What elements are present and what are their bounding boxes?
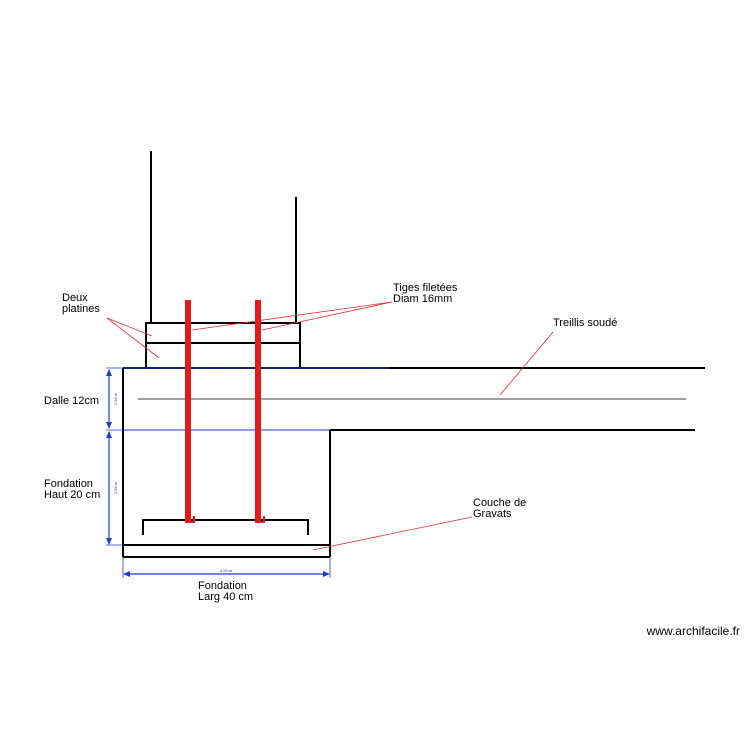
leader-platines-2	[106, 317, 160, 359]
dim-foundation-width-value: 4.59 m	[220, 568, 233, 573]
label-dalle: Dalle 12cm	[44, 395, 99, 407]
label-platines-line1: Deux	[62, 292, 88, 304]
dim-foundation-height-arrow-bottom	[106, 538, 112, 545]
dim-foundation-width-arrow-left	[123, 571, 130, 577]
dim-slab-arrow-bottom	[106, 422, 112, 429]
dim-foundation-height-arrow-top	[106, 431, 112, 438]
leader-gravats	[312, 516, 473, 551]
leader-tiges-2	[261, 301, 393, 331]
label-treillis: Treillis soudé	[553, 317, 617, 329]
label-fondation-larg-line2: Larg 40 cm	[198, 591, 253, 603]
dim-slab-value: 1.98 m	[113, 392, 118, 405]
dim-foundation-width-arrow-right	[323, 571, 330, 577]
label-platines-line2: platines	[62, 303, 100, 315]
label-fondation-haut-line2: Haut 20 cm	[44, 489, 100, 501]
rod-hook-right	[255, 516, 265, 523]
label-tiges-line1: Tiges filetées	[393, 282, 458, 294]
rod-hook-left	[185, 516, 195, 523]
label-tiges-line2: Diam 16mm	[393, 293, 452, 305]
watermark-text: www.archifacile.fr	[646, 624, 740, 638]
rebar-bracket	[142, 519, 309, 535]
label-fondation-larg-line1: Fondation	[198, 580, 247, 592]
dim-foundation-height-value: 2.58 m	[113, 481, 118, 494]
label-gravats-line1: Couche de	[473, 497, 526, 509]
leader-tiges-1	[191, 301, 393, 331]
leader-platines-1	[106, 317, 153, 337]
dim-slab-arrow-top	[106, 369, 112, 376]
leader-treillis	[499, 331, 554, 396]
base-plate-block	[145, 322, 301, 369]
label-fondation-haut-line1: Fondation	[44, 478, 93, 490]
label-gravats-line2: Gravats	[473, 508, 512, 520]
